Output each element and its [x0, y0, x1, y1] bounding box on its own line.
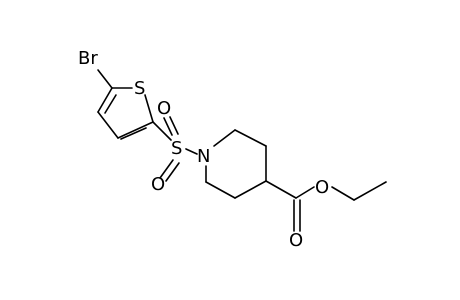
sulfonyl-sulfur-label: S — [171, 138, 182, 159]
bond-carbonyl-c-o-single — [295, 186, 315, 199]
sulfonyl-oxygen-bottom-label: O — [151, 174, 165, 195]
bonds — [97, 69, 387, 232]
bond-c4-c5-double — [104, 94, 117, 114]
bond-c4-c5-piperidine — [234, 180, 267, 199]
thiophene-sulfur-label: S — [134, 78, 145, 99]
bond-ester-o-ethyl-c1 — [331, 186, 355, 201]
bond-c2-c3-piperidine — [234, 129, 267, 147]
bond-piperidine-carbonyl-c — [265, 180, 297, 199]
bond-ethyl-c1-c2 — [353, 181, 387, 201]
bond-s1-c2 — [144, 94, 154, 123]
bond-c3-c4 — [97, 111, 119, 139]
sulfonyl-oxygen-top-label: O — [157, 98, 171, 119]
bond-c2-c3 — [117, 121, 154, 139]
atom-labels: Br S S O O N O O — [78, 48, 329, 251]
bond-c2-c3-double — [120, 127, 147, 140]
bond-sulfonyl-s-n — [185, 148, 198, 155]
bond-sulfonyl-s-o-top-a — [163, 117, 173, 136]
bond-c5-c6-piperidine — [205, 181, 236, 199]
bond-br-c5 — [97, 69, 113, 89]
bond-sulfonyl-s-o-bottom-a — [159, 159, 174, 179]
ester-oxygen-label: O — [315, 177, 329, 198]
bond-n-c2 — [213, 129, 236, 147]
bond-c4-c5 — [97, 87, 113, 113]
bond-sulfonyl-s-o-top-b — [169, 116, 179, 135]
bond-sulfonyl-s-o-bottom-b — [165, 162, 180, 182]
bromine-atom-label: Br — [78, 48, 98, 69]
carbonyl-oxygen-label: O — [289, 230, 303, 251]
bond-c2-sulfonyl-s — [152, 121, 172, 141]
piperidine-nitrogen-label: N — [197, 146, 210, 167]
